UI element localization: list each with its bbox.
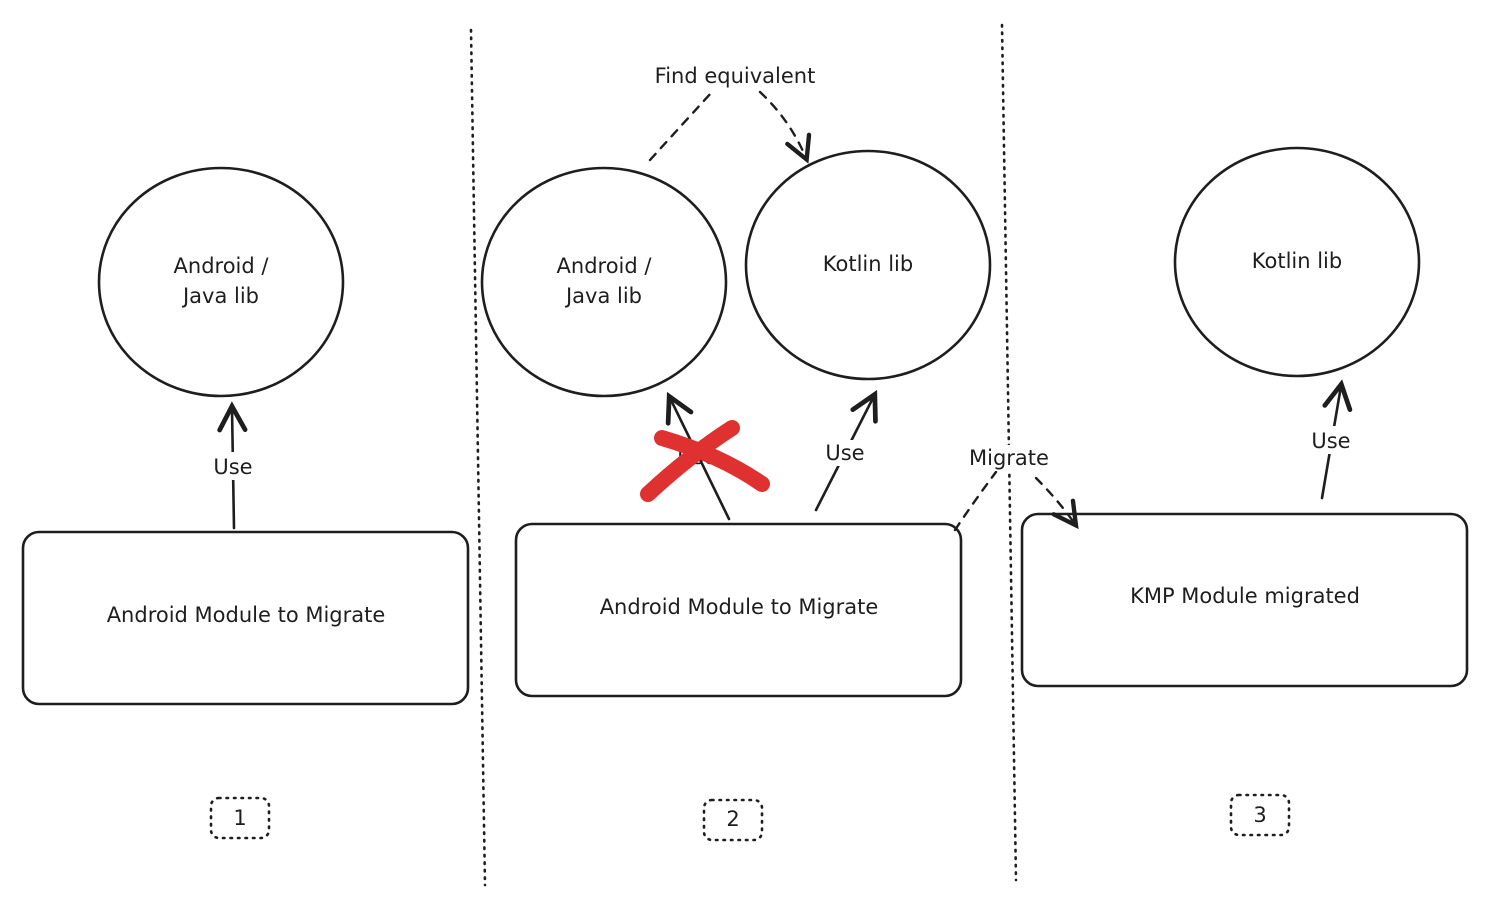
migrate-connector: Migrate [953, 445, 1079, 532]
lib-label-line1: Android / [557, 254, 653, 278]
module-box[interactable] [21, 530, 470, 706]
kotlin-lib-label: Kotlin lib [823, 252, 913, 276]
step-number: 3 [1253, 803, 1266, 827]
module-box[interactable] [1020, 512, 1469, 688]
step-number: 1 [233, 806, 246, 830]
step-badge [209, 796, 271, 840]
panel-2: Android / Java lib Kotlin lib Find equiv… [480, 64, 992, 842]
find-equivalent-line [648, 90, 714, 162]
lib-label-line2: Java lib [181, 284, 259, 308]
panel-1: Android / Java lib Use Android Module to… [21, 166, 470, 840]
find-equivalent-arrow [758, 90, 812, 164]
cross-out-stroke-1 [640, 420, 740, 502]
use-label: Use [1311, 429, 1350, 453]
module-label: Android Module to Migrate [600, 595, 879, 619]
cross-out-stroke-2 [654, 430, 770, 492]
lib-label-line1: Android / [174, 254, 270, 278]
panel-3: Kotlin lib Use KMP Module migrated 3 [1020, 146, 1469, 837]
module-label: Android Module to Migrate [107, 603, 386, 627]
migrate-arrow [1034, 476, 1079, 530]
kotlin-lib-label: Kotlin lib [1252, 249, 1342, 273]
android-java-lib-circle[interactable] [97, 166, 345, 398]
step-badge [702, 798, 764, 842]
migrate-line [953, 470, 998, 532]
use-label: Use [213, 455, 252, 479]
android-java-lib-circle[interactable] [480, 166, 728, 398]
module-box[interactable] [514, 522, 963, 698]
step-badge [1229, 793, 1291, 837]
divider-1 [469, 28, 487, 887]
lib-label-line2: Java lib [564, 284, 642, 308]
migrate-label: Migrate [969, 446, 1049, 470]
find-equivalent-label: Find equivalent [655, 64, 816, 88]
module-label: KMP Module migrated [1130, 584, 1360, 608]
step-number: 2 [726, 807, 739, 831]
kotlin-lib-circle[interactable] [1173, 146, 1421, 378]
use-label-new: Use [825, 441, 864, 465]
kotlin-lib-circle[interactable] [744, 149, 992, 381]
